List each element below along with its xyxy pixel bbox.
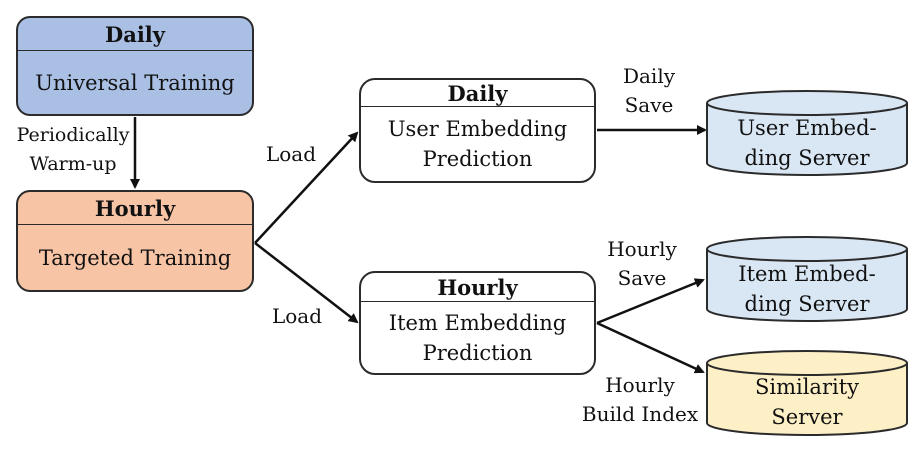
item-prediction-frequency: Hourly <box>361 273 594 302</box>
user-prediction-frequency: Daily <box>361 80 594 107</box>
arrow-targeted-to-item-prediction <box>254 242 359 324</box>
item-embedding-prediction-box: Hourly Item Embedding Prediction <box>359 271 596 375</box>
user-server-top <box>706 90 908 116</box>
targeted-training-label: Targeted Training <box>38 245 232 270</box>
universal-training-label: Universal Training <box>35 70 235 95</box>
arrow-item-prediction-to-similarity-server <box>596 321 705 374</box>
item-prediction-label: Item Embedding Prediction <box>388 310 567 365</box>
universal-training-frequency: Daily <box>18 18 252 51</box>
arrow-item-prediction-to-item-server <box>596 278 705 325</box>
similarity-server-label: Similarity Server <box>754 375 860 429</box>
similarity-server-cylinder <box>706 350 908 436</box>
item-embedding-server-label: Item Embed- ding Server <box>738 262 876 316</box>
load-user-label: Load <box>265 142 317 166</box>
user-embedding-server-label: User Embed- ding Server <box>737 116 877 170</box>
universal-training-box: Daily Universal Training <box>16 16 254 116</box>
targeted-training-box: Hourly Targeted Training <box>16 190 254 292</box>
hourly-save-label: Hourly Save <box>607 237 677 290</box>
item-embedding-server-cylinder <box>706 236 908 322</box>
user-embedding-server-cylinder <box>706 90 908 176</box>
load-item-label: Load <box>271 304 323 328</box>
daily-save-label: Daily Save <box>622 64 676 117</box>
arrow-targeted-to-user-prediction <box>254 131 359 244</box>
similarity-server-top <box>706 350 908 376</box>
user-embedding-prediction-box: Daily User Embedding Prediction <box>359 78 596 183</box>
warmup-label: Periodically Warm-up <box>16 124 130 175</box>
user-server-body <box>706 103 908 176</box>
hourly-build-index-label: Hourly Build Index <box>581 373 699 426</box>
item-server-top <box>706 236 908 262</box>
targeted-training-frequency: Hourly <box>18 192 252 225</box>
item-server-body <box>706 249 908 322</box>
user-prediction-label: User Embedding Prediction <box>387 117 568 171</box>
similarity-server-body <box>706 363 908 436</box>
